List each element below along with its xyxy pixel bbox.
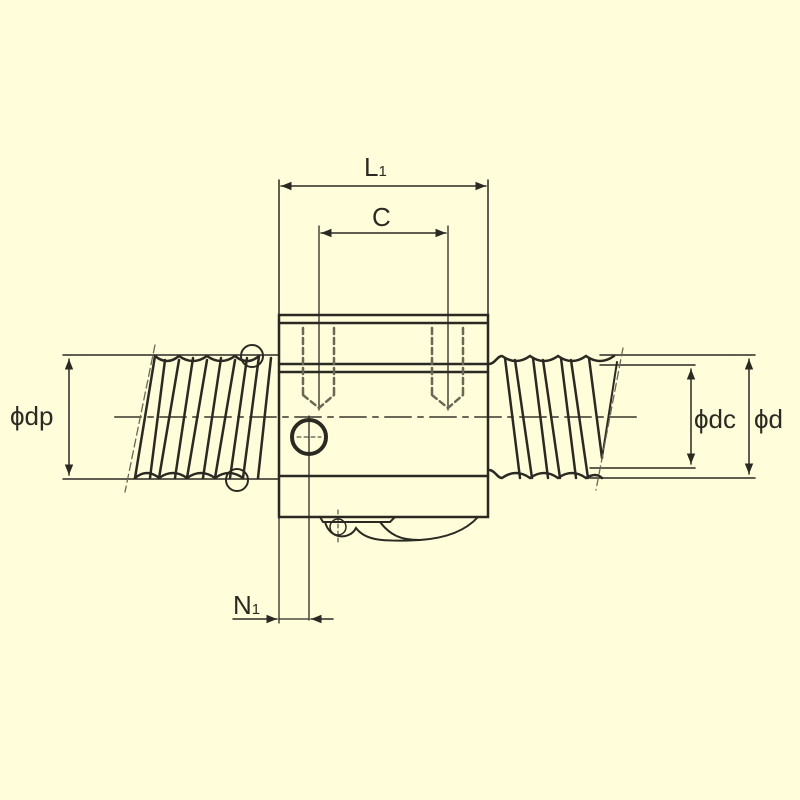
oil-hole bbox=[290, 415, 328, 621]
label-dc: ϕdc bbox=[694, 404, 737, 434]
label-L1: L1 bbox=[364, 152, 387, 182]
dim-N1 bbox=[232, 516, 334, 624]
label-C: C bbox=[372, 202, 391, 232]
label-d: ϕd bbox=[754, 404, 784, 434]
dim-L1 bbox=[278, 179, 489, 321]
tapped-holes bbox=[301, 326, 465, 410]
return-tube bbox=[319, 509, 479, 546]
screw-left bbox=[62, 344, 279, 493]
screw-right bbox=[487, 347, 756, 491]
label-N1: N1 bbox=[233, 590, 261, 620]
nut-body bbox=[277, 313, 490, 519]
label-dp: ϕdp bbox=[10, 401, 54, 431]
dim-C bbox=[318, 225, 449, 411]
